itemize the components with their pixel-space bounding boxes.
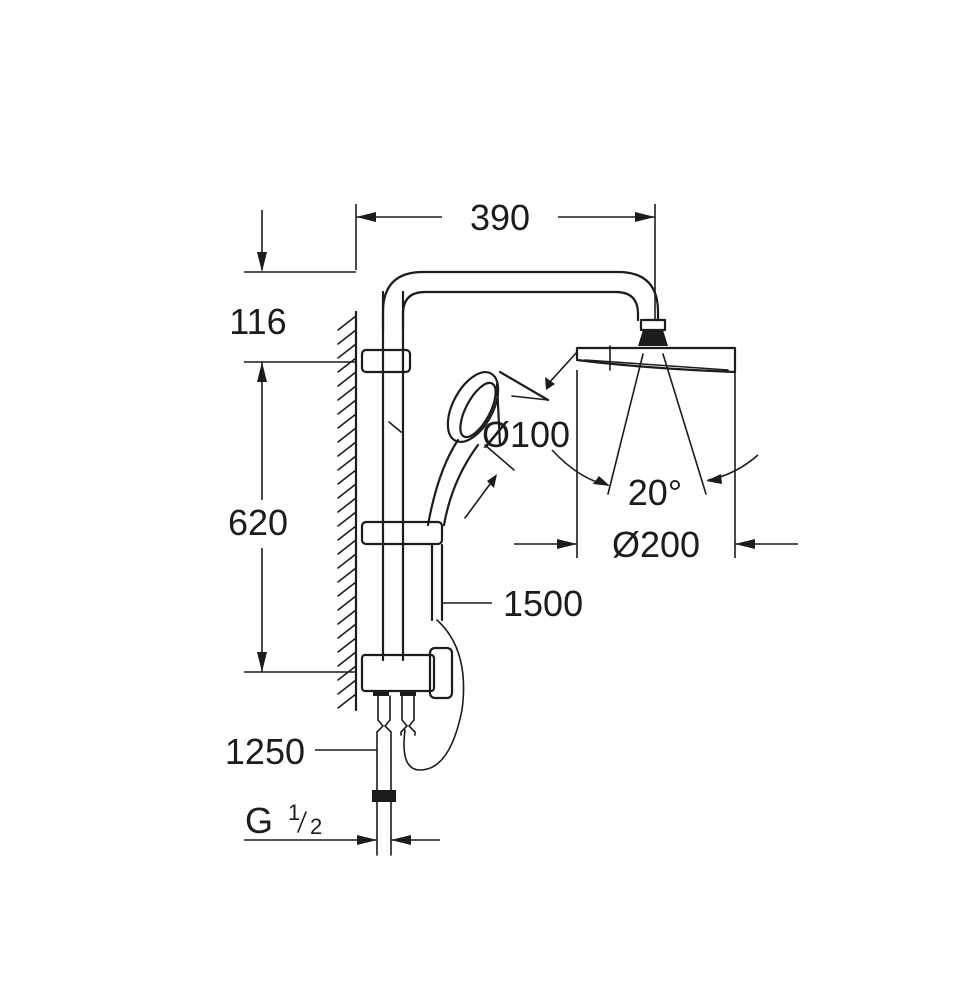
hatch-stroke [337,553,357,569]
supply-hoses [372,695,416,856]
dim-width-top: 390 [355,197,656,320]
dim-label-handshower-diameter: Ø100 [482,414,570,455]
dim-hose-length: 1500 [442,583,583,624]
hatch-stroke [337,385,357,401]
hatch-stroke [337,329,357,345]
hatch-stroke [337,371,357,387]
dim-label-spray-angle: 20° [628,472,682,513]
dim-label-1250: 1250 [225,731,305,772]
hatch-stroke [337,357,357,373]
hatch-stroke [337,413,357,429]
hatch-stroke [337,679,357,695]
dim-rail-length: 620 [228,410,356,673]
hatch-stroke [337,343,357,359]
dim-label-1500: 1500 [503,583,583,624]
hatch-stroke [337,525,357,541]
hatch-stroke [337,567,357,583]
hatch-stroke [337,497,357,513]
hatch-stroke [337,469,357,485]
dim-supply-hose-length: 1250 [225,731,377,772]
hatch-stroke [337,581,357,597]
hatch-stroke [337,623,357,639]
hatch-stroke [337,637,357,653]
hatch-stroke [337,399,357,415]
hatch-stroke [337,665,357,681]
hatch-stroke [337,441,357,457]
hatch-stroke [337,315,357,331]
dim-label-headshower-diameter: Ø200 [612,524,700,565]
hatch-stroke [337,483,357,499]
dim-label-116: 116 [229,301,286,342]
shower-arm [381,270,660,332]
hatch-stroke [337,651,357,667]
hatch-stroke [337,427,357,443]
hand-shower [426,370,550,527]
head-shower [545,318,737,495]
wall-hatching [337,310,358,712]
riser-rail [360,290,412,662]
hatch-stroke [337,455,357,471]
dim-headshower-diameter: Ø200 [514,370,798,565]
dim-label-thread-g: G [245,800,273,841]
hatch-stroke [337,693,357,709]
dim-label-thread-num: 1 [288,800,300,825]
hatch-stroke [337,511,357,527]
hatch-stroke [337,539,357,555]
dim-spray-angle: 20° [551,449,759,513]
slider [360,520,444,622]
dim-label-thread-den: 2 [310,814,322,839]
dim-connection-thread: G 1 2 [244,800,440,845]
hatch-stroke [337,609,357,625]
dim-arm-height: 116 [229,210,356,410]
hatch-stroke [337,595,357,611]
dim-label-620: 620 [228,502,288,543]
dim-label-390: 390 [470,197,530,238]
hand-shower-hose [403,619,465,771]
diverter-body [360,646,454,700]
